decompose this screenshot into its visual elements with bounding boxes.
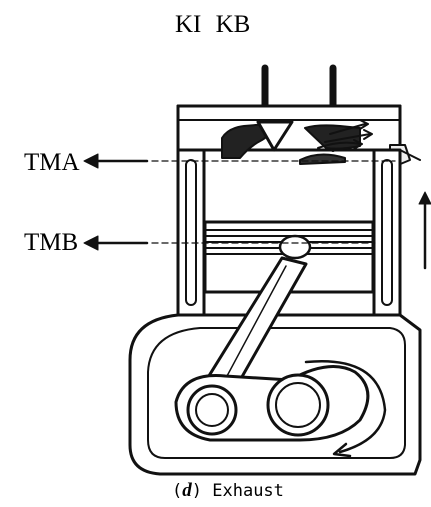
- tmb-marker: [83, 235, 376, 251]
- rotation-arrow: [304, 359, 387, 458]
- piston-pin: [278, 234, 312, 260]
- caption-text: Exhaust: [212, 481, 284, 501]
- tmb-label: TMB: [24, 229, 79, 256]
- caption-open: (: [172, 481, 183, 501]
- figure-caption: (d) Exhaust: [172, 480, 284, 502]
- tma-label: TMA: [24, 149, 80, 176]
- valve-labels: KI KB: [175, 11, 251, 38]
- upward-arrow: [418, 191, 431, 270]
- piston: [203, 220, 375, 294]
- cylinder-walls: [176, 148, 402, 317]
- crankshaft: [174, 365, 370, 442]
- tma-marker: [83, 153, 396, 169]
- caption-close: ): [191, 481, 202, 501]
- caption-letter: d: [182, 480, 192, 501]
